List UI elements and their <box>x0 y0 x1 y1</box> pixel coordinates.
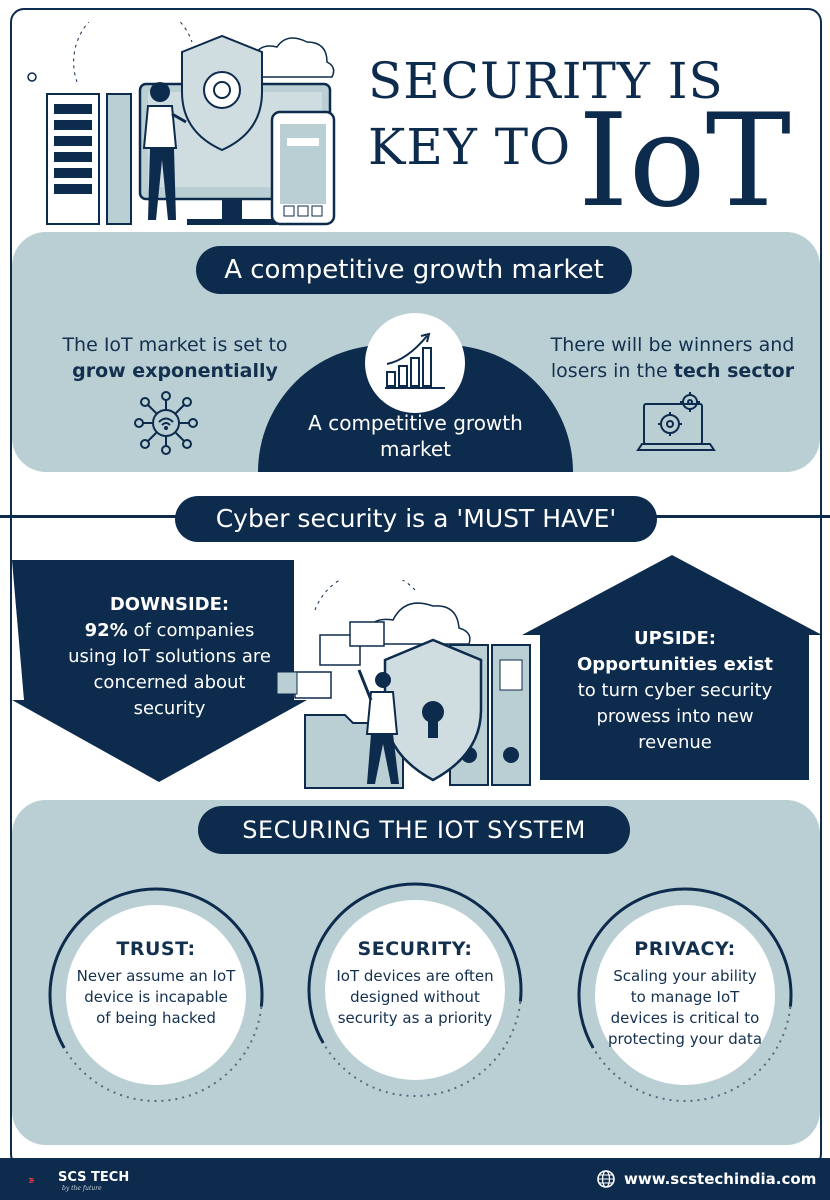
laptop-gears-icon <box>636 392 716 451</box>
privacy-title: PRIVACY: <box>634 938 736 960</box>
growth-chart-badge <box>365 313 465 413</box>
growth-left-bold: grow exponentially <box>72 360 278 382</box>
globe-icon <box>597 1170 615 1188</box>
downside-stat: 92% <box>84 620 128 641</box>
security-ring <box>307 882 523 1098</box>
headline-line-1: SECURITY IS <box>368 52 724 110</box>
securing-heading-pill: SECURING THE IOT SYSTEM <box>198 806 630 854</box>
upside-arrow <box>522 555 822 780</box>
upside-bold: Opportunities exist <box>577 654 773 675</box>
growth-left-pre: The IoT market is set to <box>62 334 288 356</box>
security-illustration <box>276 580 531 789</box>
trust-ring <box>48 887 264 1103</box>
headline-line-2: KEY TO <box>368 118 572 176</box>
downside-body: of companies using IoT solutions are con… <box>68 620 271 719</box>
cyber-heading-pill: Cyber security is a 'MUST HAVE' <box>175 496 657 542</box>
privacy-card: PRIVACY: Scaling your ability to manage … <box>605 938 765 1050</box>
growth-right-text: There will be winners and losers in the … <box>530 332 815 384</box>
website-link[interactable]: www.scstechindia.com <box>624 1170 817 1188</box>
upside-label: UPSIDE: <box>634 628 716 649</box>
growth-heading-pill: A competitive growth market <box>196 246 632 294</box>
privacy-ring <box>577 887 793 1103</box>
growth-left-text: The IoT market is set to grow exponentia… <box>40 332 310 384</box>
hero-illustration <box>27 22 336 226</box>
scs-tech-logo <box>29 1178 35 1183</box>
downside-text: DOWNSIDE: 92% of companies using IoT sol… <box>62 592 277 722</box>
trust-body: Never assume an IoT device is incapable … <box>76 967 236 1027</box>
brand-name: SCS TECH <box>58 1170 130 1185</box>
headline-iot: IoT <box>578 87 791 236</box>
growth-right-bold: tech sector <box>673 360 795 382</box>
upside-text: UPSIDE: Opportunities exist to turn cybe… <box>570 626 780 756</box>
trust-title: TRUST: <box>116 938 196 960</box>
rising-chart-icon <box>385 332 445 389</box>
upside-body: to turn cyber security prowess into new … <box>577 680 773 753</box>
security-title: SECURITY: <box>357 938 473 960</box>
security-body: IoT devices are often designed without s… <box>336 967 494 1027</box>
downside-arrow <box>12 560 307 782</box>
growth-center-text: A competitive growth market <box>308 411 523 461</box>
growth-right-pre: There will be winners and losers in the <box>550 334 795 382</box>
downside-label: DOWNSIDE: <box>109 594 230 615</box>
privacy-body: Scaling your ability to manage IoT devic… <box>607 967 763 1048</box>
security-card: SECURITY: IoT devices are often designed… <box>335 938 495 1029</box>
footer-bar <box>0 1158 830 1200</box>
network-hub-icon <box>134 391 198 455</box>
trust-card: TRUST: Never assume an IoT device is inc… <box>76 938 236 1029</box>
brand-tagline: by the future <box>62 1185 102 1192</box>
